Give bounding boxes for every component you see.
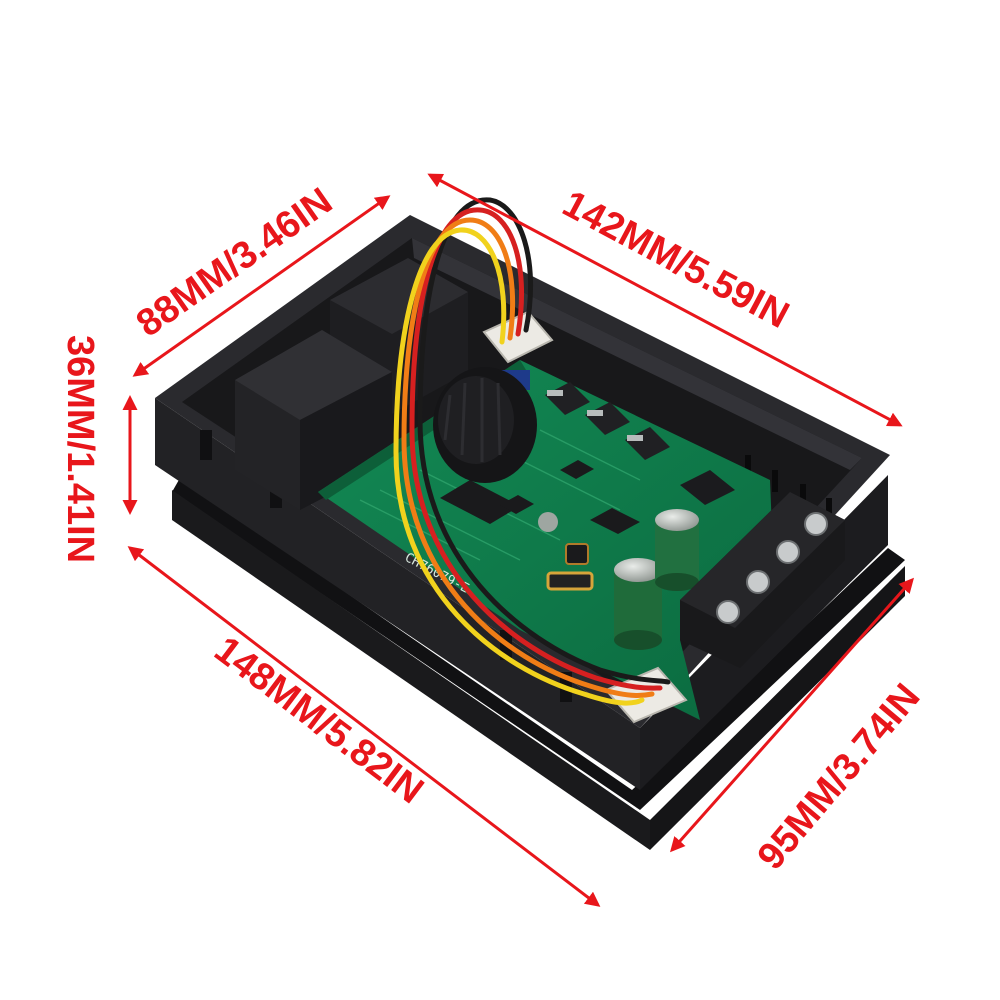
- height-label: 36MM/1.41IN: [59, 335, 101, 563]
- small-capacitor: [538, 512, 558, 532]
- inductor: [565, 543, 589, 565]
- fuse: [546, 571, 594, 591]
- potentiometer-knob: [433, 367, 537, 483]
- inner-length-arrow: [427, 173, 903, 427]
- depth-arrow: [132, 195, 391, 377]
- electrolytic-capacitors: [614, 509, 699, 650]
- vent-slots: [745, 455, 832, 520]
- width-arrow: [670, 577, 914, 853]
- dimension-annotations: [122, 173, 914, 907]
- length-arrow: [127, 546, 601, 907]
- microcontroller-chip: [440, 480, 520, 524]
